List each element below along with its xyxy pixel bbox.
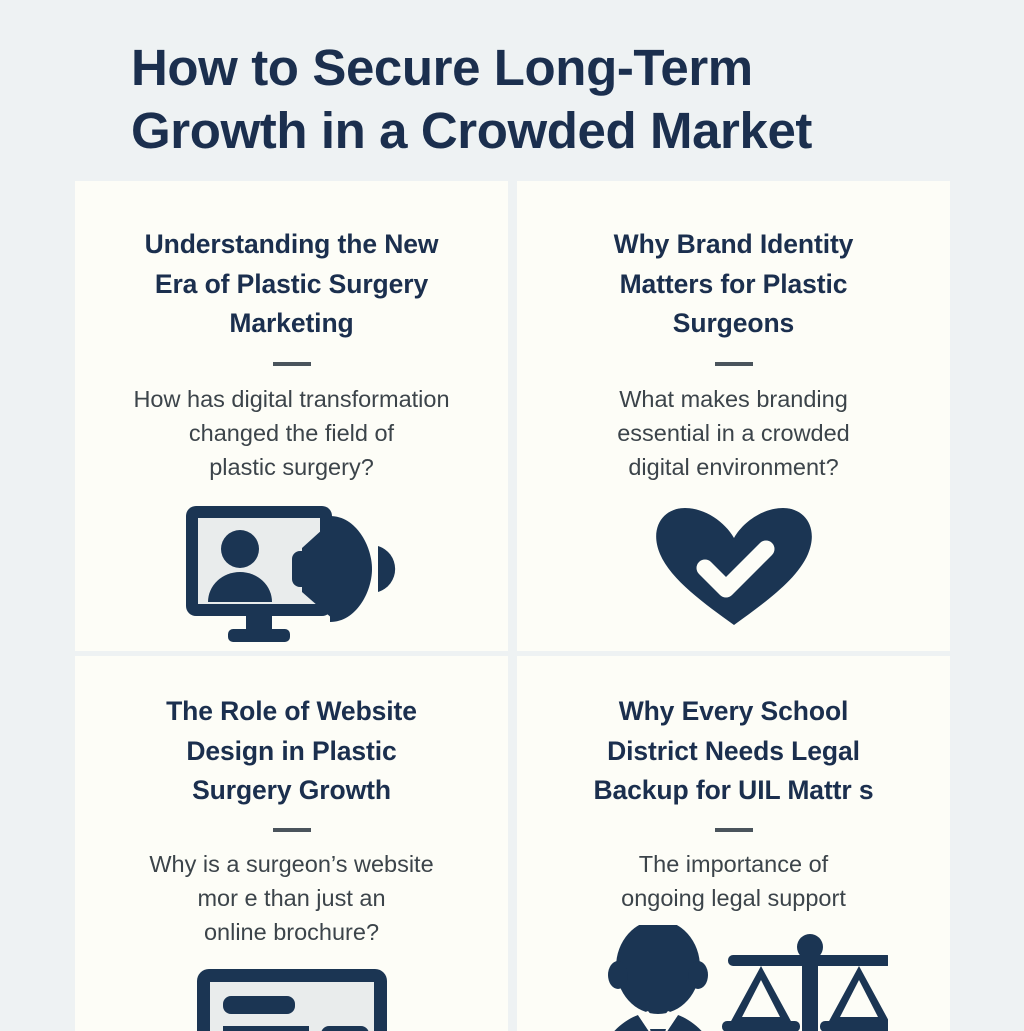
card-title: Why Every School District Needs Legal Ba… xyxy=(593,692,873,811)
card-divider xyxy=(273,362,311,366)
webpage-layout-icon xyxy=(197,969,387,1031)
card-icon-slot xyxy=(97,969,486,1031)
card-subtitle: Why is a surgeon’s website mor e than ju… xyxy=(149,847,433,949)
card-understanding-new-era[interactable]: Understanding the New Era of Plastic Sur… xyxy=(75,181,508,651)
card-brand-identity[interactable]: Why Brand Identity Matters for Plastic S… xyxy=(517,181,950,651)
card-divider xyxy=(715,828,753,832)
card-icon-slot xyxy=(539,506,928,628)
card-subtitle: The importance of ongoing legal support xyxy=(621,847,846,915)
card-title: The Role of Website Design in Plastic Su… xyxy=(166,692,417,811)
card-divider xyxy=(715,362,753,366)
card-subtitle: How has digital transformation changed t… xyxy=(133,382,449,484)
card-icon-slot xyxy=(539,925,928,1031)
card-divider xyxy=(273,828,311,832)
card-icon-slot xyxy=(97,502,486,644)
page-title: How to Secure Long-Term Growth in a Crow… xyxy=(131,36,931,162)
card-website-design[interactable]: The Role of Website Design in Plastic Su… xyxy=(75,656,508,1031)
monitor-megaphone-icon xyxy=(186,502,398,644)
lawyer-scales-icon xyxy=(580,925,888,1031)
card-grid: Understanding the New Era of Plastic Sur… xyxy=(75,181,950,1026)
card-subtitle: What makes branding essential in a crowd… xyxy=(617,382,850,484)
card-title: Understanding the New Era of Plastic Sur… xyxy=(145,225,439,344)
card-title: Why Brand Identity Matters for Plastic S… xyxy=(614,225,854,344)
card-school-district-legal[interactable]: Why Every School District Needs Legal Ba… xyxy=(517,656,950,1031)
heart-check-icon xyxy=(653,506,815,628)
